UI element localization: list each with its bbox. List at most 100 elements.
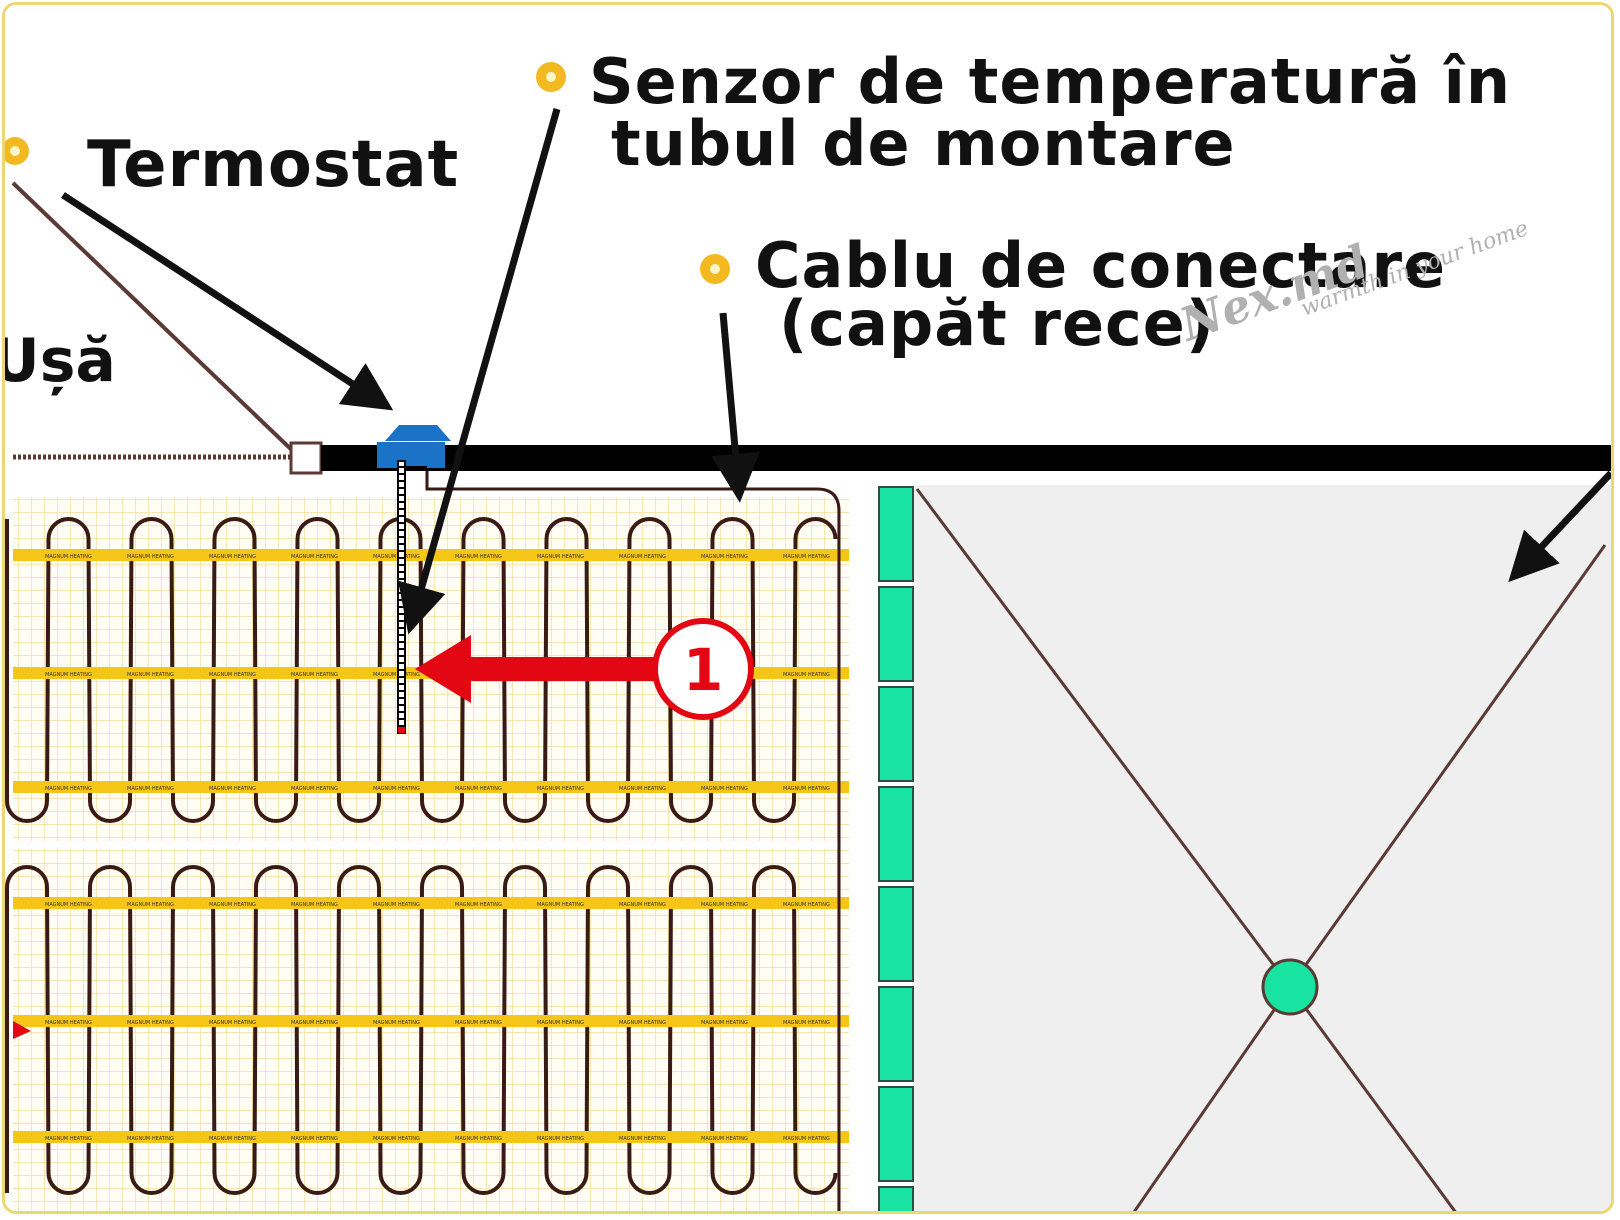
diag-line-2 — [1288, 544, 1607, 988]
mat-stripe — [13, 781, 849, 793]
mat-stripe-text: MAGNUM HEATING — [209, 786, 256, 792]
termostat-pointer — [61, 192, 394, 411]
mat-stripe-text: MAGNUM HEATING — [619, 1020, 666, 1026]
mat-stripe-text: MAGNUM HEATING — [455, 786, 502, 792]
mat-stripe-text: MAGNUM HEATING — [291, 672, 338, 678]
mat-stripe-text: MAGNUM HEATING — [537, 1020, 584, 1026]
tile — [878, 586, 914, 682]
mat-stripe-text: MAGNUM HEATING — [291, 554, 338, 560]
mat-stripe-text: MAGNUM HEATING — [291, 902, 338, 908]
floor-heating-diagram: MAGNUM HEATING MAGNUM HEATING MAGNUM HEATI… — [5, 62, 1611, 1211]
mat-stripe-text: MAGNUM HEATING — [537, 1136, 584, 1142]
mat-stripe-text: MAGNUM HEATING — [619, 1136, 666, 1142]
tile — [878, 486, 914, 582]
sensor-tip — [398, 727, 405, 733]
cold-lead-cable — [321, 445, 1611, 471]
mat-stripe-text: MAGNUM HEATING — [373, 1136, 420, 1142]
mat-stripe — [13, 1015, 849, 1027]
diag-line-3 — [1132, 986, 1292, 1211]
mat-stripe-text: MAGNUM HEATING — [537, 786, 584, 792]
small-red-marker — [13, 1021, 31, 1039]
step-circle-icon: 1 — [652, 618, 754, 720]
sensor-label-line2: tubul de montare — [611, 107, 1236, 180]
mat-stripe-text: MAGNUM HEATING — [701, 554, 748, 560]
mat-stripe-text: MAGNUM HEATING — [45, 902, 92, 908]
mat-stripe-text: MAGNUM HEATING — [45, 672, 92, 678]
mat-stripe-text: MAGNUM HEATING — [619, 554, 666, 560]
mat-stripe-text: MAGNUM HEATING — [373, 554, 420, 560]
floor-pointer — [1508, 470, 1611, 583]
tile — [878, 786, 914, 882]
step-number: 1 — [683, 636, 723, 704]
tile — [878, 886, 914, 982]
mat-stripe-text: MAGNUM HEATING — [455, 554, 502, 560]
cold-lead-label-line1: Cablu de conectare — [755, 229, 1447, 302]
mat-stripe-text: MAGNUM HEATING — [209, 902, 256, 908]
mat-stripe-text: MAGNUM HEATING — [455, 1136, 502, 1142]
termostat-label: Termostat — [87, 128, 460, 202]
mat-stripe-text: MAGNUM HEATING — [127, 554, 174, 560]
mat-stripe-text: MAGNUM HEATING — [209, 1136, 256, 1142]
mat-stripe-text: MAGNUM HEATING — [455, 1020, 502, 1026]
heating-cable-path — [5, 865, 838, 1195]
mat-stripe-text: MAGNUM HEATING — [619, 902, 666, 908]
door-label: Ușă — [2, 326, 116, 396]
mat-stripe-text: MAGNUM HEATING — [209, 672, 256, 678]
mat-stripe-text: MAGNUM HEATING — [783, 902, 830, 908]
mat-stripe-text: MAGNUM HEATING — [783, 672, 830, 678]
mat-stripe-text: MAGNUM HEATING — [373, 902, 420, 908]
mat-stripe-text: MAGNUM HEATING — [373, 672, 420, 678]
thermostat-icon — [377, 425, 451, 468]
bullet-icon — [536, 62, 566, 92]
mat-stripe-text: MAGNUM HEATING — [373, 1020, 420, 1026]
mat-stripe-text: MAGNUM HEATING — [127, 902, 174, 908]
diag-line-4 — [1288, 986, 1457, 1211]
mat-stripe-text: MAGNUM HEATING — [373, 786, 420, 792]
mat-stripe-text: MAGNUM HEATING — [783, 1020, 830, 1026]
heating-cable-upper — [5, 517, 838, 823]
junction-box — [289, 441, 323, 475]
cable-connection-line — [425, 471, 841, 1211]
mat-stripe-text: MAGNUM HEATING — [537, 902, 584, 908]
mat-stripe-text: MAGNUM HEATING — [45, 1136, 92, 1142]
mat-stripe-text: MAGNUM HEATING — [127, 1020, 174, 1026]
sensor-label-line1: Senzor de temperatură în — [589, 45, 1512, 118]
mat-stripe-text: MAGNUM HEATING — [45, 1020, 92, 1026]
tile — [878, 686, 914, 782]
mat-stripe — [13, 897, 849, 909]
mat-stripe-text: MAGNUM HEATING — [127, 786, 174, 792]
heating-cable-lower — [5, 865, 838, 1195]
tile-strip — [878, 486, 914, 1211]
tile — [878, 1186, 914, 1211]
arrow-left-icon — [415, 635, 657, 703]
mat-stripe-text: MAGNUM HEATING — [45, 554, 92, 560]
cold-lead-pointer — [711, 312, 760, 503]
mat-stripe-text: MAGNUM HEATING — [701, 786, 748, 792]
bullet-icon — [700, 254, 730, 284]
mat-stripe-text: MAGNUM HEATING — [783, 554, 830, 560]
tile — [878, 1086, 914, 1182]
uncovered-floor — [913, 485, 1611, 1211]
mat-stripe-text: MAGNUM HEATING — [783, 1136, 830, 1142]
door-line — [11, 181, 299, 457]
mat-stripe-text: MAGNUM HEATING — [45, 786, 92, 792]
mat-stripe-text: MAGNUM HEATING — [701, 1136, 748, 1142]
cold-lead-label-line2: (capăt rece) — [779, 287, 1216, 360]
bullet-icon — [5, 137, 29, 165]
tile — [878, 986, 914, 1082]
mat-stripe-text: MAGNUM HEATING — [209, 554, 256, 560]
heating-cable-path — [5, 517, 838, 823]
mat-stripe-text: MAGNUM HEATING — [537, 554, 584, 560]
mat-stripe-text: MAGNUM HEATING — [127, 1136, 174, 1142]
mat-stripe-text: MAGNUM HEATING — [701, 1020, 748, 1026]
mat-stripe-text: MAGNUM HEATING — [455, 902, 502, 908]
mat-stripe-text: MAGNUM HEATING — [291, 1136, 338, 1142]
mat-stripes: MAGNUM HEATING MAGNUM HEATING MAGNUM HEATI… — [13, 549, 849, 1143]
mat-stripe-text: MAGNUM HEATING — [127, 672, 174, 678]
mat-grid — [13, 497, 849, 1211]
mat-stripe-text: MAGNUM HEATING — [619, 786, 666, 792]
mat-stripe-text: MAGNUM HEATING — [701, 902, 748, 908]
mat-stripe-text: MAGNUM HEATING — [783, 786, 830, 792]
floor-center-dot — [1261, 958, 1319, 1016]
